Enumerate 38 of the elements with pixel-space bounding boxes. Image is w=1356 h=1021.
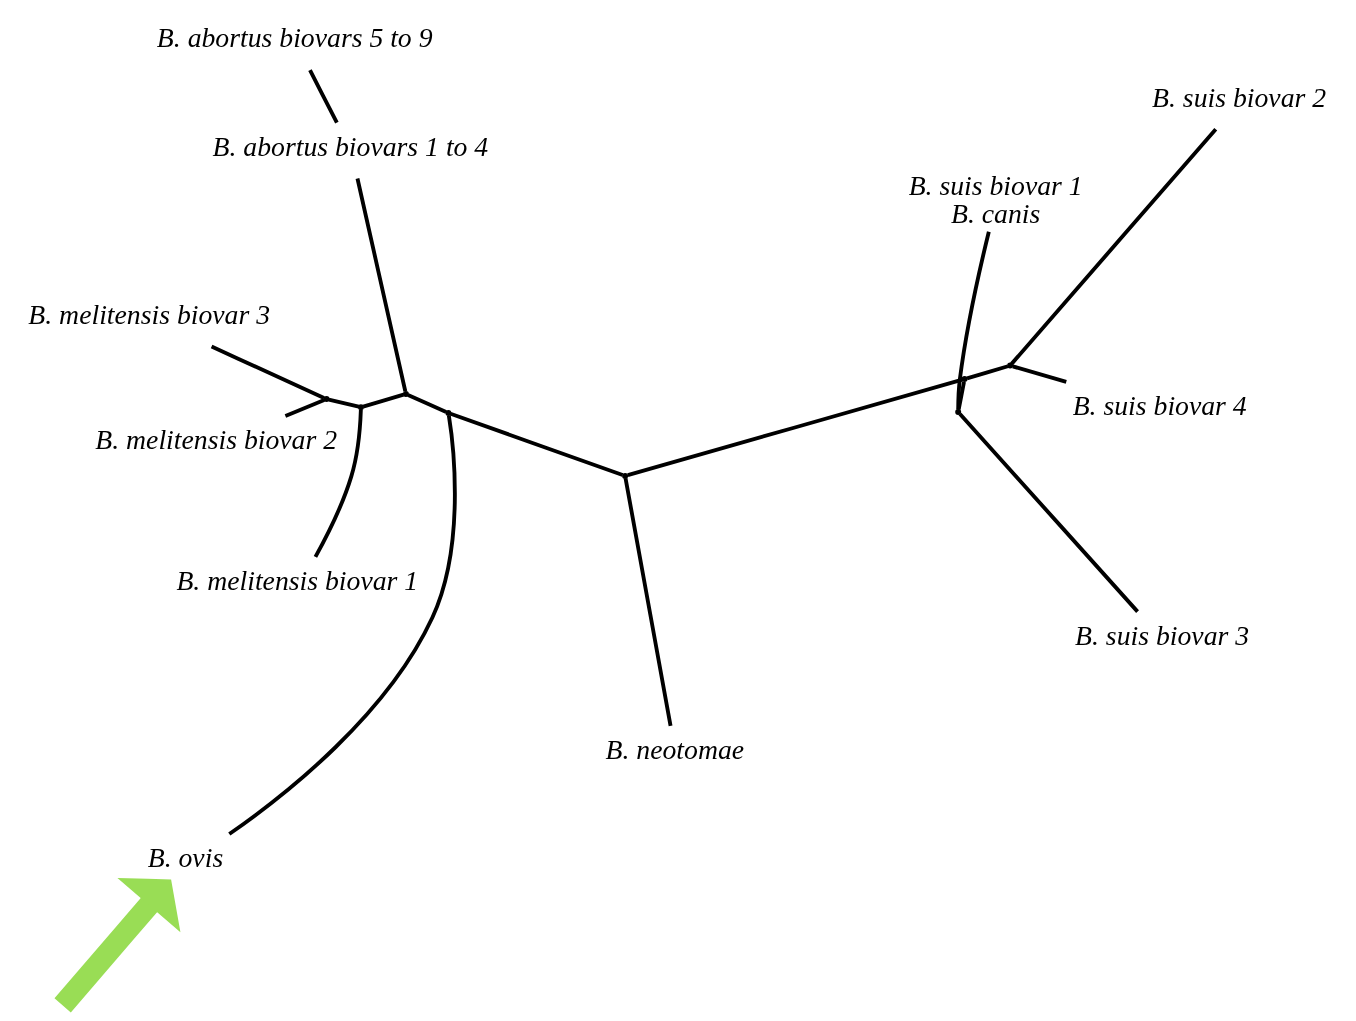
connector xyxy=(1010,128,1218,366)
connector xyxy=(958,412,1139,613)
connector xyxy=(362,392,405,409)
connector xyxy=(627,377,963,477)
node-text: B. melitensis biovar 1 xyxy=(176,565,419,597)
connector xyxy=(449,411,624,477)
node-point xyxy=(961,376,968,383)
connector xyxy=(328,397,360,409)
node-text: B. melitensis biovar 2 xyxy=(95,423,338,455)
connector xyxy=(407,393,447,414)
node-text: B. ovis xyxy=(147,842,224,874)
node-text: B. suis biovar 1 B. canis xyxy=(908,169,1083,229)
node-point xyxy=(445,410,452,416)
node-text: B. suis biovar 2 xyxy=(1152,81,1327,113)
node-text: B. neotomae xyxy=(605,733,745,765)
node-point xyxy=(323,396,330,403)
node-text: B. abortus biovars 1 to 4 xyxy=(212,130,489,162)
node-text: B. melitensis biovar 3 xyxy=(28,299,271,331)
connector xyxy=(966,364,1009,381)
connector xyxy=(308,69,339,124)
arrow xyxy=(54,877,181,1013)
node-point xyxy=(955,409,962,415)
node-text: B. abortus biovars 5 to 9 xyxy=(156,22,433,54)
node-point xyxy=(357,404,364,411)
node-point xyxy=(1007,362,1014,369)
connector xyxy=(623,478,673,727)
node-point xyxy=(622,472,629,479)
connector xyxy=(284,398,325,418)
connector xyxy=(956,381,966,410)
node-point xyxy=(402,391,409,397)
node-text: B. suis biovar 3 xyxy=(1075,620,1250,651)
node-text: B. suis biovar 4 xyxy=(1072,389,1247,421)
connector xyxy=(1012,364,1067,384)
connector xyxy=(355,178,408,392)
connector xyxy=(228,415,457,836)
connector xyxy=(210,344,325,400)
connector xyxy=(313,409,363,558)
connector xyxy=(956,231,991,410)
